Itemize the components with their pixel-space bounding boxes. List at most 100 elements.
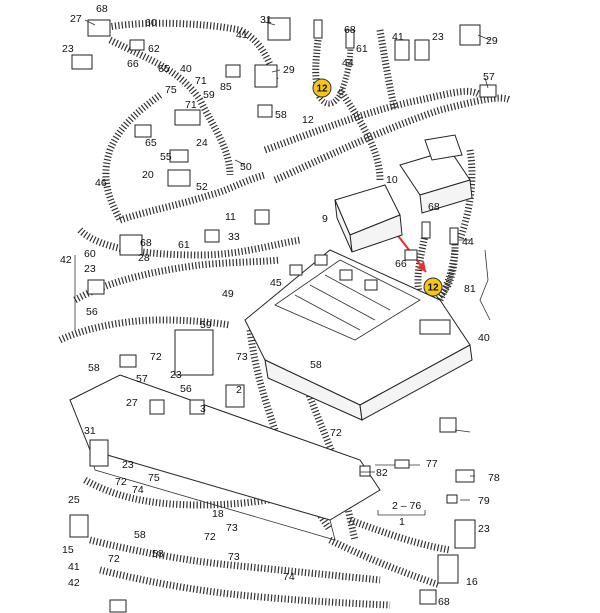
- callout: 81: [464, 283, 476, 295]
- callout: 73: [236, 351, 248, 363]
- callout: 68: [140, 237, 152, 249]
- callout: 72: [150, 351, 162, 363]
- callout: 44: [342, 57, 354, 69]
- callout: 73: [226, 522, 238, 534]
- callout: 68: [96, 3, 108, 15]
- callout: 60: [84, 248, 96, 260]
- callout: 50: [240, 161, 252, 173]
- highlighted-cable-lower: 12: [414, 221, 459, 304]
- callout: 44: [462, 236, 474, 248]
- callout: 73: [228, 551, 240, 563]
- highlighted-cable-upper: 12: [312, 19, 355, 107]
- callout: 82: [376, 467, 388, 479]
- callout: 66: [127, 58, 139, 70]
- callout: 61: [356, 43, 368, 55]
- callout: 12: [302, 114, 314, 126]
- callout: 2: [236, 384, 242, 396]
- callout: 23: [478, 523, 490, 535]
- callout: 56: [180, 383, 192, 395]
- callout: 45: [270, 277, 282, 289]
- callout: 65: [158, 63, 170, 75]
- callout: 23: [62, 43, 74, 55]
- leader-lines: [74, 19, 491, 501]
- callout: 23: [432, 31, 444, 43]
- callout: 71: [185, 99, 197, 111]
- cover-box-10: [399, 134, 473, 214]
- callout: 1: [399, 516, 405, 528]
- callout: 15: [62, 544, 74, 556]
- callout-12-lower-label: 12: [427, 283, 439, 294]
- callout: 18: [212, 508, 224, 520]
- connector-group-top-right: [394, 24, 497, 261]
- callout: 31: [84, 425, 96, 437]
- callout: 71: [195, 75, 207, 87]
- callout: 41: [68, 561, 80, 573]
- callout: 49: [222, 288, 234, 300]
- callout: 55: [160, 151, 172, 163]
- callout: 2 – 76: [392, 500, 421, 512]
- callout: 40: [478, 332, 490, 344]
- cover-box-9: [334, 184, 403, 253]
- callout: 42: [68, 577, 80, 589]
- callout: 59: [200, 319, 212, 331]
- callout: 60: [145, 17, 157, 29]
- callout: 20: [142, 169, 154, 181]
- callout: 27: [126, 397, 138, 409]
- callout-12-upper-label: 12: [316, 84, 328, 95]
- callout: 79: [478, 495, 490, 507]
- callout: 29: [283, 64, 295, 76]
- callout: 66: [395, 258, 407, 270]
- callout: 27: [70, 13, 82, 25]
- callout: 72: [330, 427, 342, 439]
- callout: 72: [108, 553, 120, 565]
- callout: 58: [152, 548, 164, 560]
- callout: 31: [260, 14, 272, 26]
- group-bracket: [377, 510, 426, 516]
- callout: 9: [322, 213, 328, 225]
- callout: 75: [165, 84, 177, 96]
- callout: 68: [438, 596, 450, 608]
- callout: 25: [68, 494, 80, 506]
- callout-12-badge-lower: [423, 277, 443, 297]
- small-parts-right: [359, 249, 491, 605]
- callout: 40: [180, 63, 192, 75]
- callout: 58: [310, 359, 322, 371]
- callout: 24: [196, 137, 208, 149]
- callout-12-badge-upper: [312, 78, 332, 98]
- callout: 41: [392, 31, 404, 43]
- callout: 62: [148, 43, 160, 55]
- callout: 42: [60, 254, 72, 266]
- callout: 72: [204, 531, 216, 543]
- callout: 11: [225, 211, 236, 223]
- callout: 58: [88, 362, 100, 374]
- callout: 85: [220, 81, 232, 93]
- connector-group-top-left: [71, 17, 291, 187]
- callout-labels: 68 27 23 60 66 62 65 40 41 31 85 71 29 6…: [60, 3, 500, 608]
- callout: 61: [178, 239, 190, 251]
- callout: 23: [122, 459, 134, 471]
- callout: 77: [426, 458, 438, 470]
- callout: 78: [488, 472, 500, 484]
- callout: 68: [428, 201, 440, 213]
- callout: 29: [486, 35, 498, 47]
- callout: 59: [203, 89, 215, 101]
- callout: 23: [84, 263, 96, 275]
- relay-box: [244, 249, 473, 421]
- connector-group-left: [69, 209, 270, 613]
- callout: 16: [466, 576, 478, 588]
- callout: 74: [132, 484, 144, 496]
- callout: 28: [138, 252, 150, 264]
- callout: 58: [275, 109, 287, 121]
- callout: 46: [95, 177, 107, 189]
- callout: 74: [283, 571, 295, 583]
- callout: 57: [136, 373, 148, 385]
- callout: 52: [196, 181, 208, 193]
- callout: 23: [170, 369, 182, 381]
- callout: 58: [134, 529, 146, 541]
- callout: 10: [386, 174, 398, 186]
- callout: 65: [145, 137, 157, 149]
- callout: 57: [483, 71, 495, 83]
- callout: 56: [86, 306, 98, 318]
- callout: 33: [228, 231, 240, 243]
